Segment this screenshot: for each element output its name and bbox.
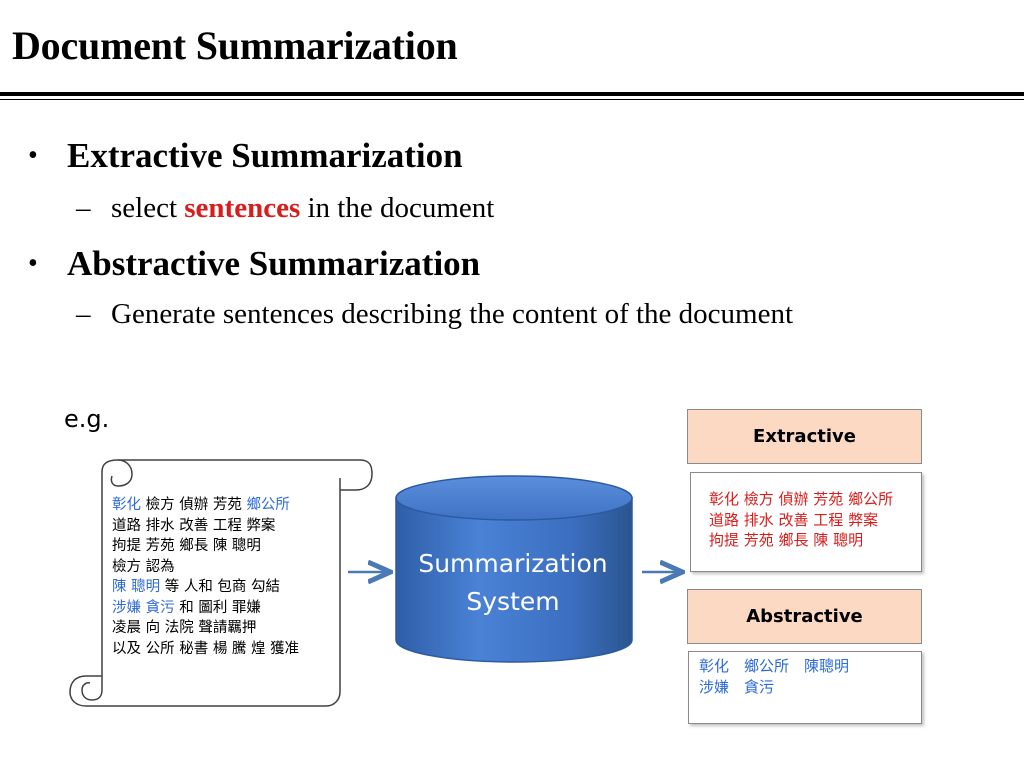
document-line: 拘提 芳苑 鄉長 陳 聰明 (112, 536, 299, 557)
sub-abstractive: Generate sentences describing the conten… (111, 298, 794, 330)
bullet-dot: • (28, 248, 38, 279)
document-segment: 檢方 認為 (112, 558, 175, 575)
abstractive-header: Abstractive (687, 589, 922, 644)
document-segment: 以及 公所 秘書 楊 騰 煌 獲准 (112, 640, 300, 657)
document-line: 凌晨 向 法院 聲請羈押 (112, 618, 299, 639)
example-label: e.g. (64, 405, 110, 433)
page-title: Document Summarization (12, 23, 458, 68)
title-divider-thin (0, 99, 1024, 100)
document-segment: 彰化 (112, 497, 141, 513)
document-segment: 道路 排水 改善 工程 弊案 (112, 517, 276, 534)
abstractive-line: 彰化 鄉公所 陳聰明 (699, 657, 850, 675)
system-label: Summarization System (397, 545, 629, 621)
document-segment: 涉嫌 貪污 (112, 599, 175, 616)
extractive-header: Extractive (687, 409, 922, 464)
document-segment: 檢方 偵辦 芳苑 (141, 497, 247, 513)
document-line: 彰化 檢方 偵辦 芳苑 鄉公所 (112, 495, 299, 516)
extractive-line: 拘提 芳苑 鄉長 陳 聰明 (709, 531, 864, 549)
document-line: 涉嫌 貪污 和 圖利 罪嫌 (112, 598, 299, 619)
highlight-sentences: sentences (184, 192, 301, 224)
bullet-abstractive: Abstractive Summarization (67, 244, 481, 283)
sub-extractive: select sentences in the document (111, 192, 494, 225)
extractive-output-box: 彰化 檢方 偵辦 芳苑 鄉公所 道路 排水 改善 工程 弊案 拘提 芳苑 鄉長 … (690, 472, 922, 572)
summarization-cylinder (395, 475, 633, 663)
abstractive-output-box: 彰化 鄉公所 陳聰明 涉嫌 貪污 (688, 651, 922, 724)
system-label-line1: Summarization (418, 549, 608, 578)
document-segment: 凌晨 向 法院 聲請羈押 (112, 620, 257, 636)
document-line: 道路 排水 改善 工程 弊案 (112, 516, 299, 537)
scroll-document (69, 459, 373, 707)
document-segment: 等 人和 包商 勾結 (160, 579, 281, 595)
document-line: 陳 聰明 等 人和 包商 勾結 (112, 577, 299, 598)
bullet-extractive: Extractive Summarization (67, 136, 463, 175)
title-divider (0, 92, 1024, 96)
sub-text-before: select (111, 192, 185, 224)
document-line: 檢方 認為 (112, 557, 299, 578)
document-text: 彰化 檢方 偵辦 芳苑 鄉公所道路 排水 改善 工程 弊案拘提 芳苑 鄉長 陳 … (112, 495, 299, 659)
sub-dash: – (76, 192, 91, 224)
document-segment: 和 圖利 罪嫌 (174, 599, 261, 616)
document-segment: 拘提 芳苑 鄉長 陳 聰明 (112, 538, 261, 554)
abstractive-line: 涉嫌 貪污 (699, 677, 775, 696)
bullet-dot: • (28, 140, 38, 171)
document-line: 以及 公所 秘書 楊 騰 煌 獲准 (112, 639, 299, 660)
extractive-line: 道路 排水 改善 工程 弊案 (709, 510, 879, 529)
document-segment: 鄉公所 (246, 497, 290, 513)
document-segment: 陳 聰明 (112, 579, 161, 595)
system-label-line2: System (466, 587, 560, 616)
sub-text-after: in the document (300, 192, 495, 224)
extractive-line: 彰化 檢方 偵辦 芳苑 鄉公所 (709, 490, 894, 508)
sub-dash: – (76, 298, 91, 330)
